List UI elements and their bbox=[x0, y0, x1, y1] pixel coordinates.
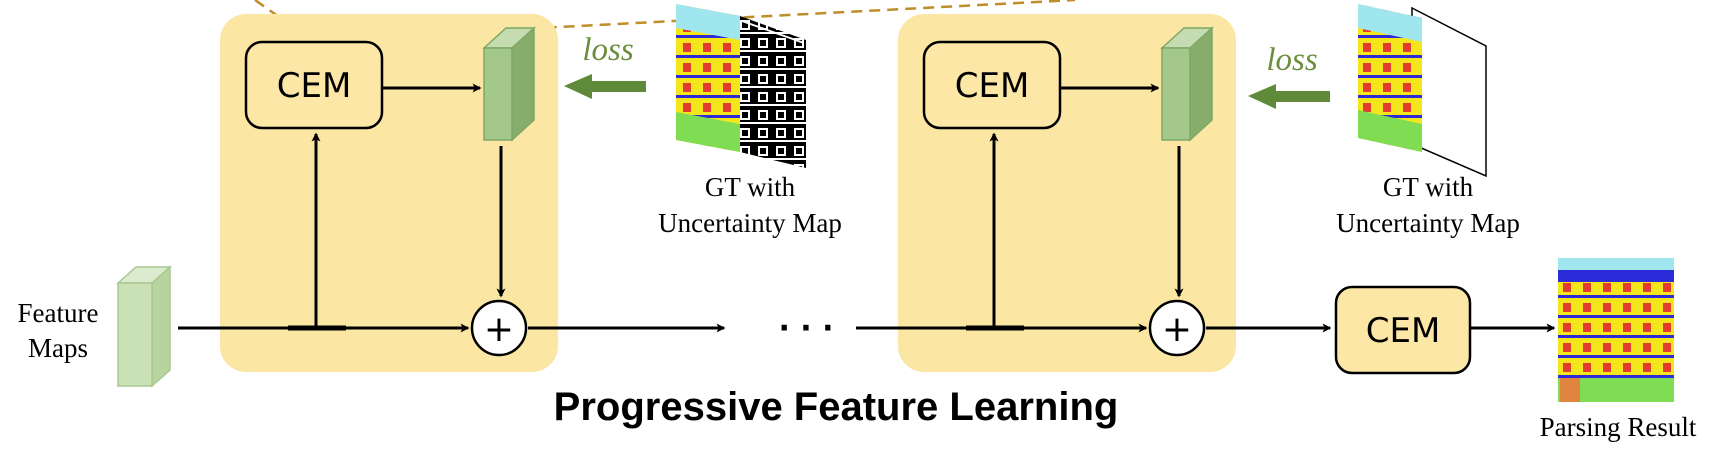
stage2-sum-symbol: + bbox=[1162, 309, 1192, 350]
input-label-line2: Maps bbox=[28, 333, 88, 363]
stage2-loss-arrow bbox=[1248, 84, 1330, 109]
stage2-gt-label-line1: GT with bbox=[1383, 172, 1474, 202]
stage1-gt-image bbox=[676, 4, 740, 152]
stage1-sum-node bbox=[470, 299, 528, 357]
stage2-gt-label-line2: Uncertainty Map bbox=[1336, 208, 1520, 238]
stage2-uncertainty-map-image bbox=[1411, 6, 1487, 178]
stage2-loss-label: loss bbox=[1266, 42, 1317, 78]
stage1-sum-symbol: + bbox=[484, 309, 514, 350]
stage2-feature-block bbox=[1160, 26, 1214, 142]
input-label-line1: Feature bbox=[18, 298, 99, 328]
stage1-gt-label-line1: GT with bbox=[705, 172, 796, 202]
ellipsis: · · · bbox=[778, 311, 833, 346]
output-label: Parsing Result bbox=[1540, 412, 1697, 442]
stage2-cem-label: CEM bbox=[955, 66, 1030, 106]
parsing-result-image bbox=[1558, 258, 1674, 402]
stage2-gt-image bbox=[1358, 4, 1422, 152]
stage1-uncertainty-map-image bbox=[740, 16, 806, 168]
stage1-cem-label: CEM bbox=[277, 66, 352, 106]
input-feature-block bbox=[116, 265, 172, 388]
stage1-cem-box bbox=[244, 40, 384, 130]
stage2-cem-box bbox=[922, 40, 1062, 130]
stage1-gt-label-line2: Uncertainty Map bbox=[658, 208, 842, 238]
diagram-title: Progressive Feature Learning bbox=[554, 385, 1119, 429]
final-cem-box bbox=[1334, 285, 1472, 375]
stage1-loss-arrow bbox=[564, 74, 646, 99]
stage2-sum-node bbox=[1148, 299, 1206, 357]
final-cem-label: CEM bbox=[1366, 311, 1441, 351]
stage1-feature-block bbox=[482, 26, 536, 142]
stage1-loss-label: loss bbox=[582, 32, 633, 68]
